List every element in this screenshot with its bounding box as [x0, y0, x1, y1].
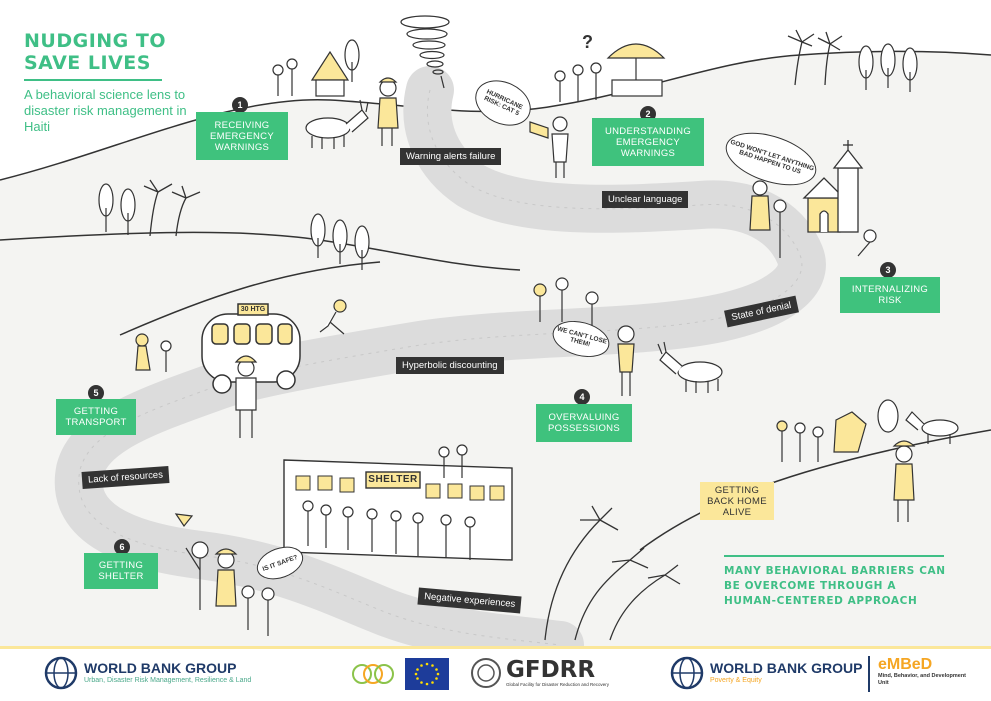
globe-icon: [44, 656, 78, 690]
donkey-right: [905, 411, 959, 444]
shelter-sign: SHELTER: [368, 474, 418, 485]
barrier-unclear-language: Unclear language: [602, 191, 689, 208]
palms-mid-left: [143, 179, 201, 237]
question-mark: ?: [582, 32, 593, 52]
trees-top-left: [344, 39, 360, 82]
footer: [0, 646, 991, 701]
gfdrr-emblem-icon: [471, 658, 501, 688]
logo-wbg-poverty: WORLD BANK GROUP Poverty & Equity: [670, 656, 862, 690]
step-4-label: OVERVALUING POSSESSIONS: [536, 404, 632, 442]
step-1-number: 1: [232, 97, 248, 113]
donkey-middle: [657, 341, 723, 393]
step-2-label: UNDERSTANDING EMERGENCY WARNINGS: [592, 118, 704, 166]
final-step-label: GETTING BACK HOME ALIVE: [700, 482, 774, 520]
step-5-label: GETTING TRANSPORT: [56, 399, 136, 435]
partner-logo-icon: [352, 664, 394, 684]
step-4-number: 4: [574, 389, 590, 405]
step-5-number: 5: [88, 385, 104, 401]
market-stall: [606, 43, 666, 97]
page-subtitle: A behavioral science lens to disaster ri…: [24, 87, 187, 134]
embed-sub: Mind, Behavior, and Development Unit: [878, 673, 967, 686]
title-rule: [24, 79, 162, 81]
wbg-right-sub: Poverty & Equity: [710, 677, 762, 684]
logo-gfdrr: GFDRR Global Facility for Disaster Reduc…: [470, 657, 609, 689]
step-6-label: GETTING SHELTER: [84, 553, 158, 589]
step-6-number: 6: [114, 539, 130, 555]
gfdrr-sub: Global Facility for Disaster Reduction a…: [506, 682, 610, 687]
barrier-warning-alerts-failure: Warning alerts failure: [400, 148, 502, 165]
conclusion-rule: [724, 555, 944, 557]
trees-mid-left: [98, 183, 370, 270]
logo-embed: eMBeD Mind, Behavior, and Development Un…: [878, 656, 978, 687]
wbg-left-name: WORLD BANK GROUP: [84, 660, 237, 676]
wbg-right-name: WORLD BANK GROUP: [710, 660, 863, 676]
shelter-building: [283, 459, 513, 561]
conclusion-text: MANY BEHAVIORAL BARRIERS CAN BE OVERCOME…: [724, 565, 946, 607]
logo-divider: [868, 656, 870, 692]
globe-icon: [670, 656, 704, 690]
logo-wbg-urban: WORLD BANK GROUP Urban, Disaster Risk Ma…: [44, 656, 251, 690]
step-3-label: INTERNALIZING RISK: [840, 277, 940, 313]
wbg-left-sub: Urban, Disaster Risk Management, Resilie…: [84, 677, 252, 684]
trees-top-right: [858, 43, 918, 92]
tornado: [400, 15, 450, 89]
page-title: NUDGING TO SAVE LIVES: [24, 30, 166, 74]
people-figures: [135, 58, 916, 636]
step-1-label: RECEIVING EMERGENCY WARNINGS: [196, 112, 288, 160]
barrier-hyperbolic-discounting: Hyperbolic discounting: [396, 357, 504, 374]
palms-top-right: [787, 29, 843, 86]
hut: [310, 50, 350, 97]
step-3-number: 3: [880, 262, 896, 278]
middle-hill-line: [0, 231, 521, 271]
gfdrr-name: GFDRR: [506, 657, 596, 683]
church: [802, 140, 864, 233]
middle-hill-line-2: [119, 261, 381, 336]
storm-palms: [544, 505, 681, 641]
embed-name: eMBeD: [878, 656, 933, 673]
eu-flag-icon: [405, 658, 449, 690]
bus-fare-sign: 30 HTG: [240, 306, 266, 313]
donkey-top: [305, 99, 369, 149]
lower-hill-line: [639, 429, 991, 551]
